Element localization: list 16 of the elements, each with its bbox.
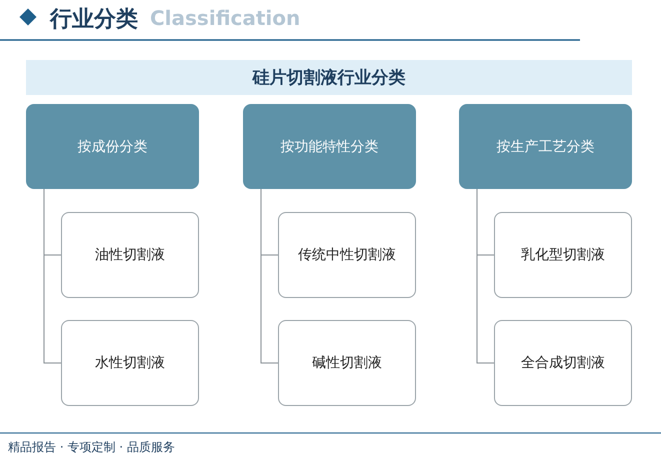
footer-slogan: 精品报告 · 专项定制 · 品质服务	[8, 439, 175, 456]
item-box: 碱性切割液	[278, 320, 416, 406]
item-box: 全合成切割液	[494, 320, 632, 406]
connector-line	[260, 188, 278, 364]
category-box: 按生产工艺分类	[459, 104, 632, 189]
category-box: 按成份分类	[26, 104, 199, 189]
item-box: 乳化型切割液	[494, 212, 632, 298]
category-box: 按功能特性分类	[243, 104, 416, 189]
item-box: 油性切割液	[61, 212, 199, 298]
title-band: 硅片切割液行业分类	[26, 60, 632, 95]
connector-line	[476, 188, 494, 364]
connector-line	[44, 188, 62, 364]
section-heading: 行业分类	[50, 6, 138, 34]
item-box: 水性切割液	[61, 320, 199, 406]
background-caption: Classification	[150, 6, 300, 30]
item-box: 传统中性切割液	[278, 212, 416, 298]
